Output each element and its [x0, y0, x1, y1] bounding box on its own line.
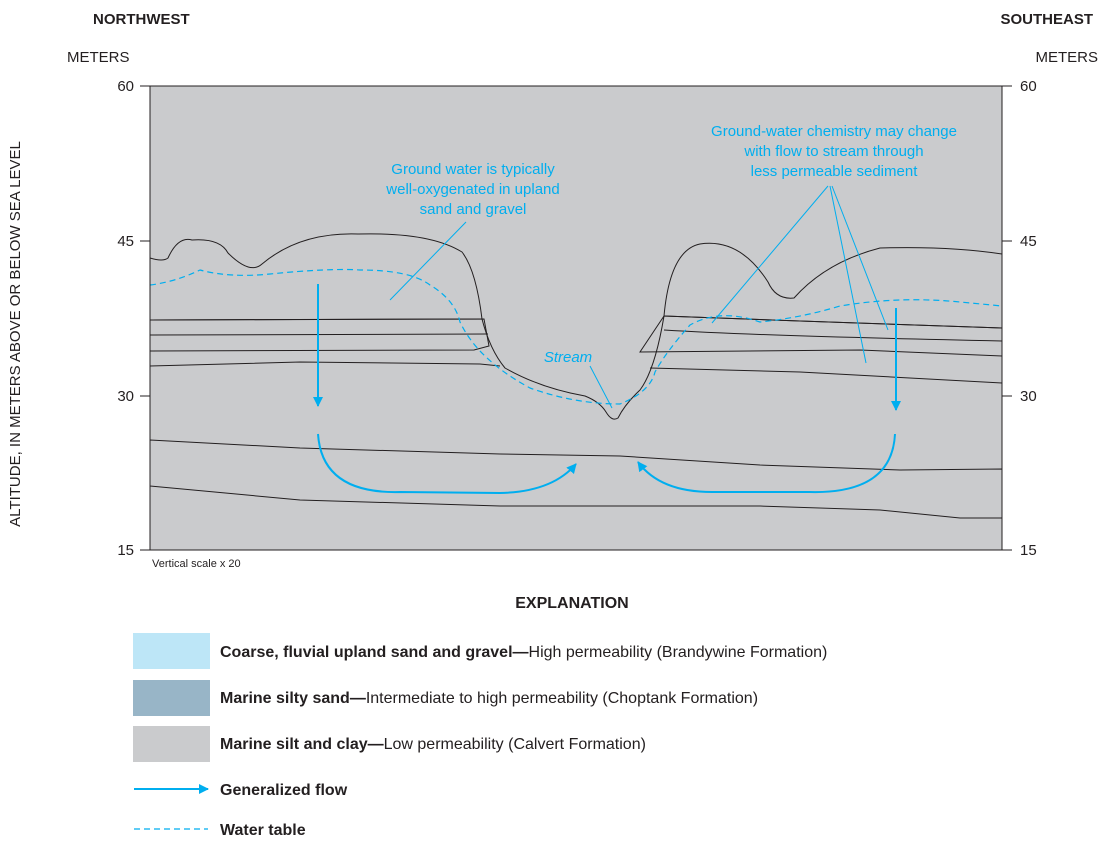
flow-arrow-curve-left [317, 433, 577, 495]
legend-item-silty-sand: Marine silty sand—Intermediate to high p… [220, 690, 758, 707]
southeast-label: SOUTHEAST [1000, 11, 1093, 28]
tick-label-right-45: 45 [1020, 233, 1037, 250]
water-table-line [150, 268, 1002, 405]
legend-bold-silty-sand: Marine silty sand— [220, 690, 366, 707]
legend: Coarse, fluvial upland sand and gravel—H… [133, 633, 827, 839]
chemistry-note-line-3: less permeable sediment [751, 163, 919, 180]
tick-label-right-15: 15 [1020, 542, 1037, 559]
legend-text-silt-clay: Low permeability (Calvert Formation) [384, 736, 646, 753]
chemistry-annotation: Ground-water chemistry may change with f… [711, 123, 957, 364]
brandywine-formation-left [150, 233, 483, 321]
tick-label-right-60: 60 [1020, 78, 1037, 95]
chemistry-note-line-1: Ground-water chemistry may change [711, 123, 957, 140]
stream-annotation: Stream [544, 349, 613, 409]
boundary-left-2 [150, 361, 501, 367]
stream-label: Stream [544, 349, 592, 366]
tick-label-left-45: 45 [117, 233, 134, 250]
upland-note-line-1: Ground water is typically [391, 161, 555, 178]
upland-annotation: Ground water is typically well-oxygenate… [385, 161, 560, 301]
legend-bold-sand-gravel: Coarse, fluvial upland sand and gravel— [220, 644, 529, 661]
choptank-formation-lower [150, 439, 1002, 519]
boundary-right-1 [663, 329, 1002, 342]
chemistry-leader-3 [831, 185, 889, 331]
chemistry-leader-2 [829, 185, 867, 364]
chemistry-note-line-2: with flow to stream through [743, 143, 923, 160]
y-axis-ticks: 60 45 30 15 60 45 30 15 [117, 78, 1036, 559]
tick-label-left-30: 30 [117, 388, 134, 405]
legend-item-flow: Generalized flow [220, 782, 348, 799]
legend-text-silty-sand: Intermediate to high permeability (Chopt… [366, 690, 758, 707]
legend-text-sand-gravel: High permeability (Brandywine Formation) [529, 644, 828, 661]
legend-item-water-table: Water table [220, 822, 306, 839]
brandywine-formation-right [663, 242, 1002, 329]
upland-note-leader [389, 221, 467, 301]
tick-label-left-60: 60 [117, 78, 134, 95]
legend-swatch-silt-clay [133, 726, 210, 762]
northwest-label: NORTHWEST [93, 11, 190, 28]
flow-arrows [313, 284, 901, 495]
legend-item-silt-clay: Marine silt and clay—Low permeability (C… [220, 736, 646, 753]
y-axis-label: ALTITUDE, IN METERS ABOVE OR BELOW SEA L… [7, 141, 24, 527]
stream-leader [589, 365, 613, 409]
left-units-label: METERS [67, 49, 130, 66]
vertical-scale-note: Vertical scale x 20 [152, 558, 241, 570]
legend-swatch-silty-sand [133, 680, 210, 716]
chemistry-leader-1 [711, 185, 829, 324]
upland-note-line-2: well-oxygenated in upland [385, 181, 559, 198]
upland-note-line-3: sand and gravel [420, 201, 527, 218]
boundary-right-2 [649, 367, 1002, 384]
right-units-label: METERS [1035, 49, 1098, 66]
stream-valley-profile [481, 315, 665, 420]
legend-bold-silt-clay: Marine silt and clay— [220, 736, 384, 753]
legend-swatch-sand-gravel [133, 633, 210, 669]
legend-item-sand-gravel: Coarse, fluvial upland sand and gravel—H… [220, 644, 827, 661]
tick-label-right-30: 30 [1020, 388, 1037, 405]
explanation-title: EXPLANATION [515, 595, 628, 612]
plot-frame [149, 85, 1003, 551]
flow-arrow-curve-right [637, 433, 896, 494]
tick-label-left-15: 15 [117, 542, 134, 559]
